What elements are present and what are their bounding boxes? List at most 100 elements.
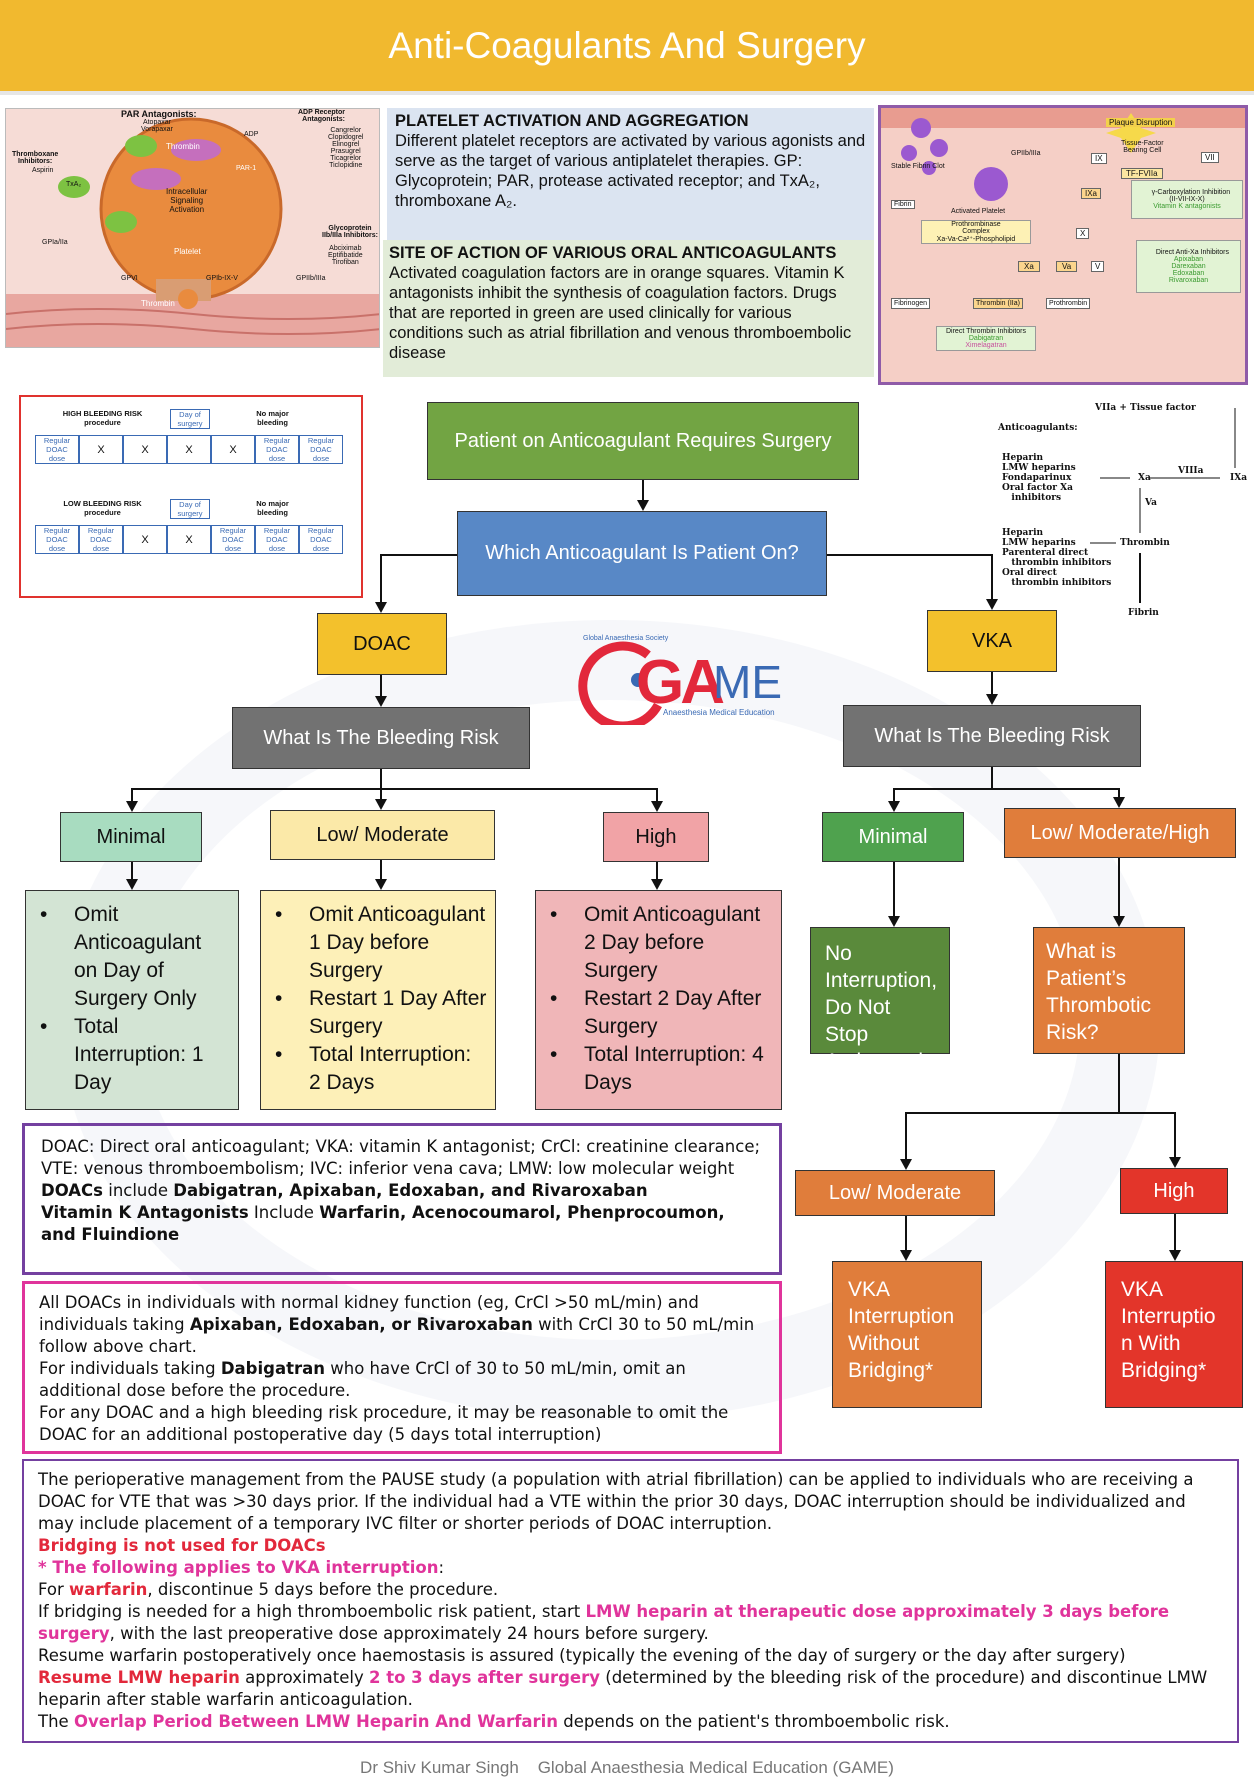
no-major-high: No major bleeding <box>256 409 289 427</box>
cascade-group2: Heparin LMW heparins Parenteral direct t… <box>1002 528 1112 588</box>
gpib-label: GPIb-IX-V <box>206 275 238 282</box>
gp-inhibitors-label: Glycoprotein IIb/IIIa Inhibitors: <box>322 225 378 239</box>
doacs-include: include <box>102 1181 174 1200</box>
cascade-anticoag-label: Anticoagulants: <box>998 423 1078 433</box>
resume-warfarin: Resume warfarin postoperatively once hae… <box>38 1646 1126 1665</box>
logo-subtitle: Anaesthesia Medical Education <box>663 708 775 717</box>
txa2-label: TxA₂ <box>66 181 82 188</box>
par-antagonists-label: PAR Antagonists: <box>121 109 197 119</box>
cascade-fibrin: Fibrin <box>1128 608 1159 618</box>
footer: Dr Shiv Kumar Singh Global Anaesthesia M… <box>0 1758 1254 1778</box>
vka-without-bridging-box: VKA Interruption Without Bridging* <box>832 1261 982 1408</box>
va-box: Va <box>1056 261 1078 272</box>
pause-study-box: The perioperative management from the PA… <box>22 1459 1239 1743</box>
renal-text: with CrCl 30 to 50 mL/min follow above c… <box>39 1315 755 1356</box>
high-item: Total Interruption: 4 Days <box>550 1041 773 1097</box>
no-interruption-box: No Interruption, Do Not Stop Anticoagula… <box>810 927 952 1073</box>
gpvi-label: GPVI <box>121 275 138 282</box>
gpiib-label: GPIIb/IIIa <box>296 275 326 282</box>
adp-tag: ADP <box>244 131 259 138</box>
platelet-label: Platelet <box>174 247 201 256</box>
renal-dabigatran: Dabigatran <box>220 1359 325 1378</box>
gp-drugs: Abciximab Eptifibatide Tirofiban <box>328 245 363 266</box>
lowmod-item: Total Interruption: 2 Days <box>275 1041 487 1097</box>
vii-box: VII <box>1201 152 1219 163</box>
thrombotic-high-box: High <box>1120 1168 1228 1214</box>
logo-me: ME <box>713 656 782 708</box>
tf-label: Tissue-Factor Bearing Cell <box>1121 140 1164 154</box>
low-cell: X <box>123 525 167 554</box>
anticoag-info-heading: SITE OF ACTION OF VARIOUS ORAL ANTICOAGU… <box>389 244 837 262</box>
cascade-ixa: IXa <box>1230 473 1248 483</box>
renal-text: For individuals taking <box>39 1359 221 1378</box>
which-anticoagulant-box: Which Anticoagulant Is Patient On? <box>457 511 827 596</box>
fibrin-box: Fibrin <box>891 200 915 209</box>
thrombin-label: Thrombin <box>166 142 200 151</box>
day-of-surgery-low: Day of surgery <box>170 499 210 519</box>
dti-label: Direct Thrombin Inhibitors <box>945 328 1026 335</box>
doacs-list: Dabigatran, Apixaban, Edoxaban, and Riva… <box>173 1181 648 1200</box>
dti-box: Direct Thrombin Inhibitors Dabigatran Xi… <box>936 326 1036 351</box>
cascade-top-label: VIIa + Tissue factor <box>1095 403 1196 413</box>
lowmod-item: Omit Anticoagulant 1 Day before Surgery <box>275 901 487 985</box>
overlap-text: The <box>38 1712 74 1731</box>
activated-platelet-label: Activated Platelet <box>951 208 1006 215</box>
high-cell: Regular DOAC dose <box>299 435 343 464</box>
platelet-info-text: Different platelet receptors are activat… <box>395 132 866 210</box>
low-moderate-instructions: Omit Anticoagulant 1 Day before SurgeryR… <box>260 890 496 1110</box>
vka-bleeding-risk-box: What Is The Bleeding Risk <box>843 705 1141 767</box>
renal-drugs: Apixaban, Edoxaban, or Rivaroxaban <box>189 1315 533 1334</box>
cascade-xa: Xa <box>1138 473 1151 483</box>
fibrinogen-box: Fibrinogen <box>891 298 931 309</box>
gamma-label: γ-Carboxylation Inhibition (II-VII-IX-X) <box>1151 189 1231 203</box>
low-cell: Regular DOAC dose <box>255 525 299 554</box>
vka-with-bridging-box: VKA Interruptio n With Bridging* <box>1105 1261 1243 1408</box>
vka-label: Vitamin K Antagonists <box>41 1203 249 1222</box>
start-box: Patient on Anticoagulant Requires Surger… <box>427 402 859 480</box>
cascade-arrows <box>1090 408 1236 603</box>
signaling-label: Intracellular Signaling Activation <box>166 187 208 214</box>
thrombotic-risk-box: What is Patient’s Thrombotic Risk? <box>1033 927 1185 1054</box>
high-item: Omit Anticoagulant 2 Day before Surgery <box>550 901 773 985</box>
antixa-drugs: Apixaban Darexaban Edoxaban Rivaroxaban <box>1168 256 1209 284</box>
aspirin-label: Aspirin <box>32 167 54 174</box>
dabigatran-label: Dabigatran <box>968 335 1004 342</box>
platelet-info-panel: PLATELET ACTIVATION AND AGGREGATION Diff… <box>387 108 874 240</box>
lmw-text: approximately <box>239 1668 369 1687</box>
high-box: High <box>603 812 709 862</box>
ix-box: IX <box>1091 153 1107 164</box>
plaque-label: Plaque Disruption <box>1106 118 1176 127</box>
vka-list: Warfarin, Acenocoumarol, Phenprocoumon, … <box>41 1203 725 1244</box>
par1-tag: PAR-1 <box>236 165 257 172</box>
bridging-note: Bridging is not used for DOACs <box>38 1536 326 1555</box>
doacs-label: DOACs <box>41 1181 103 1200</box>
high-cell: Regular DOAC dose <box>255 435 299 464</box>
game-logo: GA ME Global Anaesthesia Society Anaesth… <box>578 635 798 725</box>
renal-text: All DOACs in individuals with normal kid… <box>39 1293 699 1334</box>
minimal-item: Omit Anticoagulant on Day of Surgery Onl… <box>40 901 230 1013</box>
par-drugs: Atopaxar Vorapaxar <box>141 119 173 133</box>
abbr-definitions: DOAC: Direct oral anticoagulant; VKA: vi… <box>41 1137 761 1178</box>
overlap-period: Overlap Period Between LMW Heparin And W… <box>73 1712 559 1731</box>
anticoag-info-text: Activated coagulation factors are in ora… <box>389 264 852 362</box>
bridging-text: , with the last preoperative dose approx… <box>109 1624 709 1643</box>
prothrombin-box: Prothrombin <box>1046 298 1091 309</box>
lmw-text: (determined by the bleeding risk of the … <box>38 1668 1208 1709</box>
vka-low-mod-high-box: Low/ Moderate/High <box>1004 808 1236 858</box>
prothrombinase-box: Prothrombinase Complex Xa-Va-Ca²⁺-Phosph… <box>921 220 1031 244</box>
high-cell: Regular DOAC dose <box>35 435 79 464</box>
coagulation-figure: Plaque Disruption Tissue-Factor Bearing … <box>878 105 1248 385</box>
high-instructions: Omit Anticoagulant 2 Day before SurgeryR… <box>535 890 782 1110</box>
lmw-dose: LMW heparin at therapeutic dose approxim… <box>38 1602 1170 1643</box>
resume-lmw: Resume LMW heparin <box>38 1668 240 1687</box>
logo-arc-text: Global Anaesthesia Society <box>583 635 669 642</box>
high-cell: X <box>211 435 255 464</box>
vka-inhibition-box: γ-Carboxylation Inhibition (II-VII-IX-X)… <box>1131 180 1243 219</box>
adp-drugs: Cangrelor Clopidogrel Elinogrel Prasugre… <box>328 127 364 169</box>
minimal-box: Minimal <box>60 812 202 862</box>
lowmod-item: Restart 1 Day After Surgery <box>275 985 487 1041</box>
low-risk-label: LOW BLEEDING RISK procedure <box>63 499 142 517</box>
high-item: Restart 2 Day After Surgery <box>550 985 773 1041</box>
day-of-surgery-high: Day of surgery <box>170 409 210 429</box>
